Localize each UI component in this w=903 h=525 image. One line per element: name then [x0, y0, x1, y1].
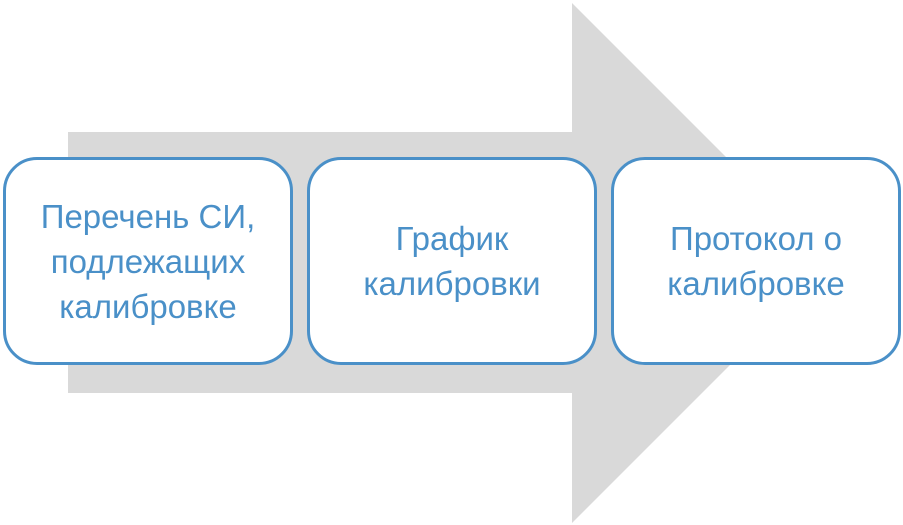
step-label-1: Перечень СИ, подлежащих калибровке — [40, 197, 256, 325]
step-box-1: Перечень СИ, подлежащих калибровке — [3, 157, 293, 365]
step-label-3: Протокол о калибровке — [667, 220, 845, 302]
step-label-2: График калибровки — [363, 220, 541, 302]
step-box-3: Протокол о калибровке — [611, 157, 901, 365]
step-box-2: График калибровки — [307, 157, 597, 365]
